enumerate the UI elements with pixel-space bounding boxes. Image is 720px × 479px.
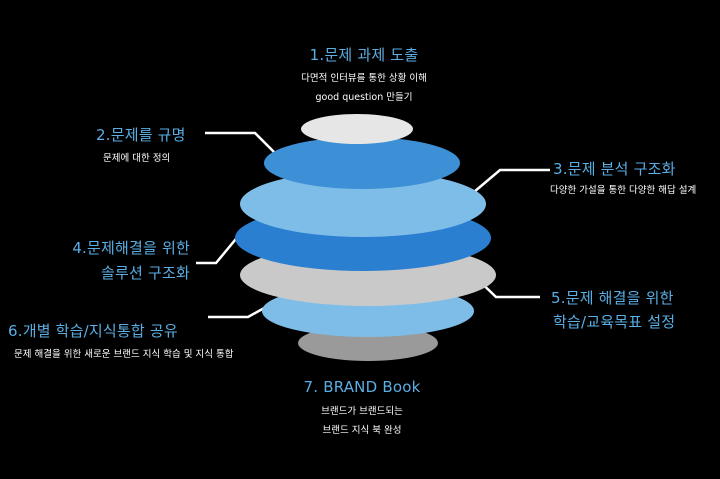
label-3-title: 3.문제 분석 구조화 bbox=[553, 160, 676, 178]
connector-line-2 bbox=[205, 131, 283, 161]
label-2-title: 2.문제를 규명 bbox=[96, 126, 186, 144]
label-3-sub1: 다양한 가설을 통한 다양한 해답 설계 bbox=[550, 185, 697, 196]
label-1-sub1: 다면적 인터뷰를 통한 상황 이해 bbox=[301, 73, 427, 84]
label-1-sub2: good question 만들기 bbox=[315, 92, 413, 103]
label-6-title: 6.개별 학습/지식통합 공유 bbox=[8, 322, 178, 340]
label-7-sub2: 브랜드 지식 북 완성 bbox=[322, 425, 402, 436]
label-2-sub1: 문제에 대한 정의 bbox=[103, 153, 171, 164]
disk-layer-3 bbox=[240, 171, 486, 237]
label-6-sub1: 문제 해결을 위한 새로운 브랜드 지식 학습 및 지식 통합 bbox=[14, 349, 234, 360]
label-4-title1: 4.문제해결을 위한 bbox=[72, 239, 190, 257]
label-1-title: 1.문제 과제 도출 bbox=[309, 46, 419, 64]
label-7-sub1: 브랜드가 브랜드되는 bbox=[321, 406, 403, 417]
label-4-title2: 솔루션 구조화 bbox=[101, 264, 190, 282]
label-5-title1: 5.문제 해결을 위한 bbox=[551, 289, 674, 307]
connector-line-3 bbox=[473, 168, 550, 193]
label-7-title: 7. BRAND Book bbox=[303, 378, 421, 396]
disk-layer-1 bbox=[301, 114, 413, 144]
disk-layer-2 bbox=[264, 137, 460, 189]
label-5-title2: 학습/교육목표 설정 bbox=[553, 313, 676, 331]
